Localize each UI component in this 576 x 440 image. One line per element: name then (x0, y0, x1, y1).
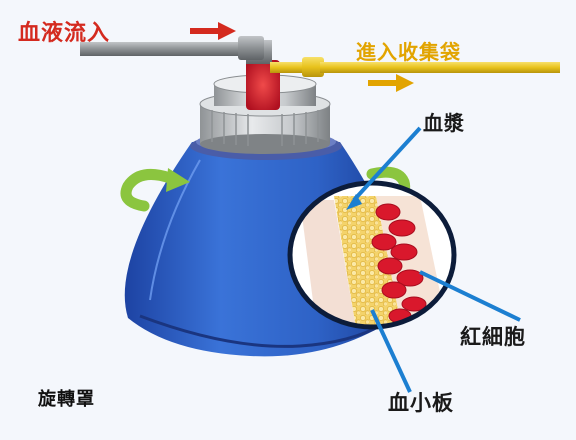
red-cells-callout (419, 270, 521, 322)
outflow-pipe (270, 57, 560, 77)
magnified-cross-section (287, 180, 457, 330)
rotating-bowl-label: 旋轉罩 (38, 389, 95, 410)
callout-lines (346, 126, 521, 393)
plasma-label: 血漿 (423, 111, 465, 135)
platelets-callout (370, 309, 412, 393)
inflow-arrow (190, 22, 236, 40)
red-blood-cells-label: 紅細胞 (460, 325, 526, 349)
plasma-callout (352, 126, 422, 202)
platelets-label: 血小板 (388, 391, 454, 415)
blood-inflow-label: 血液流入 (18, 21, 111, 46)
outflow-arrow (368, 74, 414, 92)
bowl-cap (199, 40, 331, 154)
collection-bag-label: 進入收集袋 (356, 40, 461, 64)
rotation-arrow-left (120, 168, 190, 212)
inflow-pipe (80, 36, 264, 60)
